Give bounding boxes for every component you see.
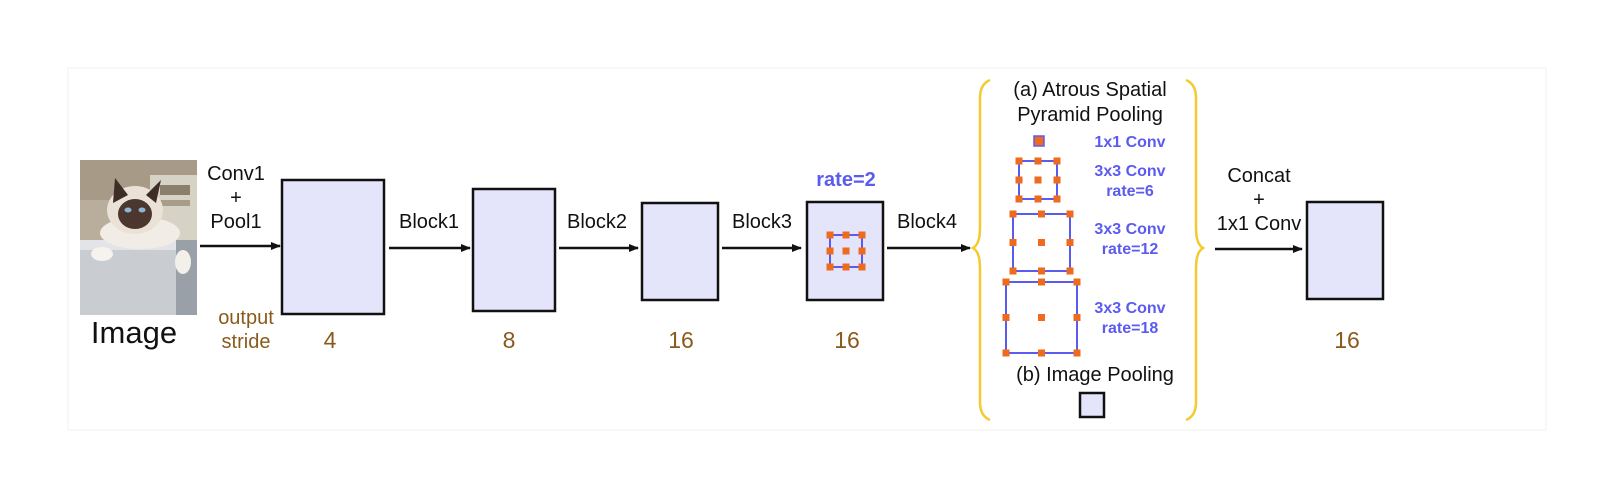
kernel-dot bbox=[1034, 195, 1042, 203]
kernel-dot bbox=[1002, 349, 1010, 357]
stride-value: 16 bbox=[834, 327, 860, 353]
stride-title-line: output bbox=[218, 307, 274, 329]
kernel-dot bbox=[1073, 314, 1081, 321]
kernel-dot bbox=[1038, 239, 1045, 246]
kernel-dot bbox=[1073, 278, 1081, 286]
kernel-dot bbox=[1066, 210, 1074, 218]
image-pooling-label: (b) Image Pooling bbox=[1016, 364, 1174, 386]
kernel-dot bbox=[858, 231, 866, 239]
op-label-line: Block2 bbox=[567, 211, 627, 233]
kernel-dot bbox=[1034, 176, 1042, 184]
branch-label-line: 3x3 Conv bbox=[1094, 163, 1165, 180]
feature-map bbox=[640, 201, 720, 302]
concat-label-line: 1x1 Conv bbox=[1217, 213, 1302, 235]
stride-value: 16 bbox=[668, 327, 694, 353]
kernel-dot bbox=[1073, 349, 1081, 357]
kernel-dot bbox=[1038, 210, 1045, 218]
op-label-line: Pool1 bbox=[210, 211, 261, 233]
kernel-dot bbox=[1038, 314, 1045, 321]
kernel-dot bbox=[1038, 349, 1045, 357]
diagram-frame bbox=[67, 67, 1547, 431]
aspp-title-line: Pyramid Pooling bbox=[1017, 104, 1163, 126]
branch-label-line: 3x3 Conv bbox=[1094, 300, 1165, 317]
branch-label-line: 1x1 Conv bbox=[1094, 134, 1165, 151]
concat-label-line: + bbox=[1253, 189, 1265, 211]
kernel-dot bbox=[1066, 239, 1074, 246]
kernel-dot bbox=[1066, 267, 1074, 275]
atrous-kernel-rate2 bbox=[826, 231, 866, 271]
block4-label: Block4 bbox=[897, 211, 957, 233]
right-brace bbox=[1185, 78, 1206, 422]
kernel-dot bbox=[1009, 239, 1017, 246]
kernel-dot bbox=[1038, 278, 1045, 286]
branch-label-line: rate=18 bbox=[1102, 320, 1159, 337]
cat-photo-icon bbox=[80, 160, 197, 315]
op-label-line: + bbox=[230, 187, 242, 209]
kernel-dots bbox=[1002, 278, 1081, 357]
branch-label-line: rate=12 bbox=[1102, 241, 1159, 258]
kernel-dot bbox=[826, 231, 834, 239]
kernel-dot bbox=[1015, 195, 1023, 203]
kernel-dot bbox=[1015, 157, 1023, 165]
kernel-dots bbox=[826, 231, 866, 271]
kernel-dot bbox=[1009, 210, 1017, 218]
branch-label-line: 3x3 Conv bbox=[1094, 221, 1165, 238]
kernel-1x1 bbox=[1033, 135, 1045, 147]
aspp-title-line: (a) Atrous Spatial bbox=[1013, 79, 1166, 101]
output-feature-map bbox=[1305, 200, 1385, 301]
feature-map bbox=[471, 187, 557, 313]
stride-title-line: stride bbox=[222, 331, 271, 353]
kernel-dot bbox=[1015, 176, 1023, 184]
kernel-dot bbox=[858, 247, 866, 255]
kernel-dot bbox=[1053, 157, 1061, 165]
left-brace bbox=[970, 78, 991, 422]
image-pooling-map bbox=[1078, 391, 1106, 419]
stride-value: 4 bbox=[324, 327, 337, 353]
op-label-line: Conv1 bbox=[207, 163, 265, 185]
kernel-dot bbox=[842, 231, 850, 239]
kernel-dot bbox=[826, 263, 834, 271]
kernel-dot bbox=[1053, 195, 1061, 203]
image-label: Image bbox=[91, 315, 177, 350]
block3-rate-label: rate=2 bbox=[816, 169, 876, 191]
branch-label-line: rate=6 bbox=[1106, 183, 1154, 200]
kernel-dots bbox=[1009, 210, 1074, 275]
kernel-dot bbox=[1034, 157, 1042, 165]
kernel-dot bbox=[826, 247, 834, 255]
concat-label-line: Concat bbox=[1227, 165, 1291, 187]
kernel-dot bbox=[842, 247, 850, 255]
kernel-dot bbox=[1002, 278, 1010, 286]
feature-map bbox=[280, 178, 386, 316]
op-label-line: Block3 bbox=[732, 211, 792, 233]
op-label-line: Block1 bbox=[399, 211, 459, 233]
stride-value: 8 bbox=[503, 327, 516, 353]
kernel-dot bbox=[1009, 267, 1017, 275]
kernel-dot bbox=[858, 263, 866, 271]
kernel-dot bbox=[1038, 267, 1045, 275]
stride-value: 16 bbox=[1334, 327, 1360, 353]
kernel-dot bbox=[1002, 314, 1010, 321]
kernel-dot bbox=[842, 263, 850, 271]
kernel-dots bbox=[1015, 157, 1061, 203]
kernel-dot bbox=[1053, 176, 1061, 184]
